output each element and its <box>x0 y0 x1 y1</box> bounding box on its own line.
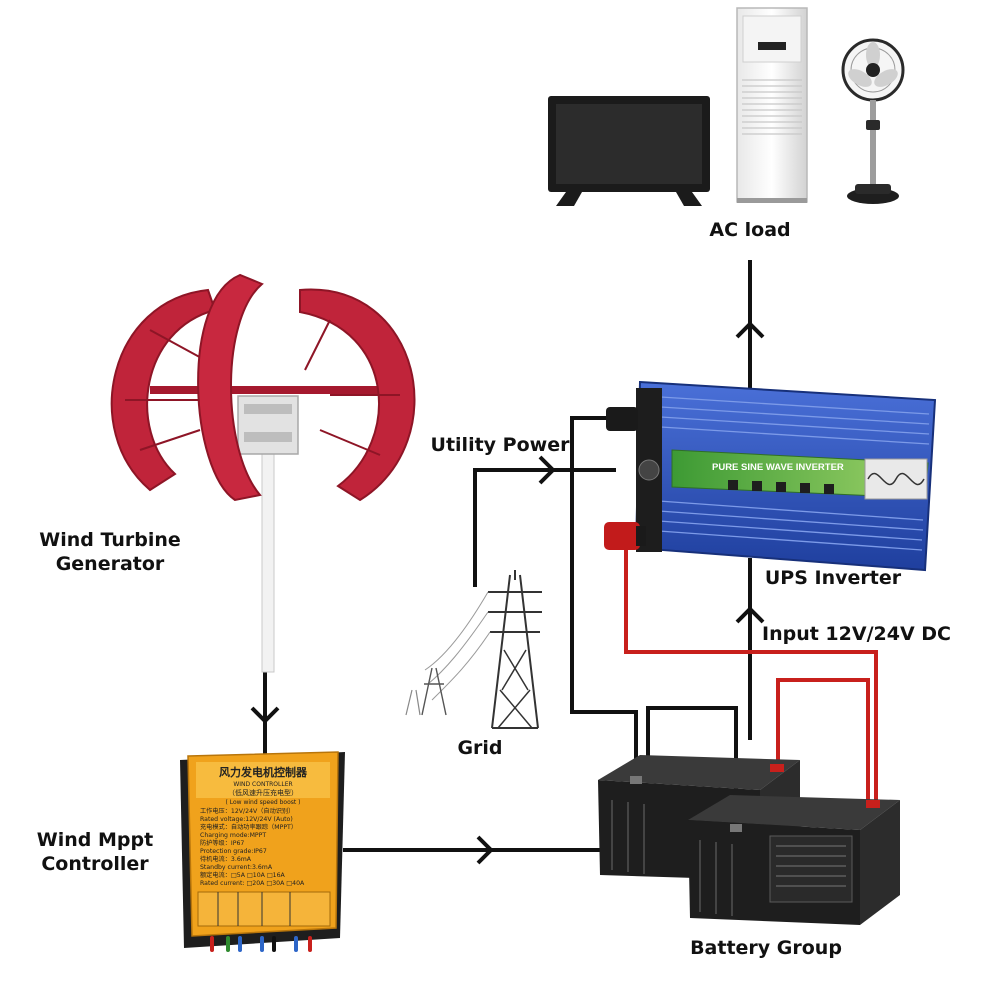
label-battery-group: Battery Group <box>690 937 842 959</box>
controller-subtitle-cn: （低风速升压充电型） <box>228 788 298 797</box>
inverter-panel-text: PURE SINE WAVE INVERTER <box>712 462 844 473</box>
controller-spec-line: Standby current:3.6mA <box>200 864 273 871</box>
label-mppt-line1: Wind Mppt <box>36 829 154 851</box>
controller-spec-line: 防护等级：IP67 <box>200 839 244 847</box>
arrow-right-utility <box>538 455 556 485</box>
wire-battery-link-red <box>776 678 870 800</box>
controller-spec-line: Protection grade:IP67 <box>200 848 267 855</box>
label-mppt-controller: Wind Mppt Controller <box>20 828 170 876</box>
wind-turbine-icon <box>110 273 416 673</box>
wire-inverter-positive <box>624 543 878 800</box>
tv-icon <box>548 96 710 206</box>
label-wind-turbine-line1: Wind Turbine <box>39 529 181 551</box>
wires <box>263 260 878 852</box>
controller-title-en: WIND CONTROLLER <box>233 781 292 788</box>
controller-spec-line: Rated voltage:12V/24V (Auto) <box>200 816 293 823</box>
wire-inverter-negative <box>570 416 638 782</box>
controller-spec-lines: 工作电压：12V/24V（自动识别） Rated voltage:12V/24V… <box>200 807 305 887</box>
inverter-icon: PURE SINE WAVE INVERTER <box>604 380 937 572</box>
air-conditioner-icon <box>736 7 808 203</box>
label-input-dc: Input 12V/24V DC <box>762 623 951 645</box>
controller-spec-line: 待机电流：3.6mA <box>200 855 252 863</box>
wire-grid-to-inverter <box>473 468 616 587</box>
label-wind-turbine: Wind Turbine Generator <box>20 528 200 576</box>
controller-spec-line: Charging mode:MPPT <box>200 832 266 839</box>
controller-title-cn: 风力发电机控制器 <box>219 765 308 779</box>
battery-icon <box>598 755 900 925</box>
arrows <box>250 321 765 865</box>
label-mppt-line2: Controller <box>41 853 149 875</box>
controller-subtitle-en: ( Low wind speed boost ) <box>226 799 301 806</box>
label-wind-turbine-line2: Generator <box>55 553 165 575</box>
arrow-down-controller <box>250 706 280 724</box>
label-utility-power: Utility Power <box>430 434 570 456</box>
label-grid: Grid <box>457 737 503 759</box>
label-ups-inverter: UPS Inverter <box>764 567 902 589</box>
arrow-up-acload <box>735 321 765 339</box>
controller-spec-line: 充电模式：自动功率跟踪（MPPT） <box>200 823 297 831</box>
power-tower-icon <box>405 570 542 729</box>
charge-controller-icon: 风力发电机控制器 WIND CONTROLLER （低风速升压充电型） ( Lo… <box>180 751 345 952</box>
standing-fan-icon <box>841 38 905 204</box>
controller-spec-line: 额定电流：□5A □10A □16A <box>200 871 286 879</box>
label-ac-load: AC load <box>709 219 791 241</box>
arrow-up-dc-input <box>735 606 765 624</box>
controller-spec-line: 工作电压：12V/24V（自动识别） <box>200 807 294 815</box>
arrow-right-battery <box>476 835 494 865</box>
controller-spec-line: Rated current: □20A □30A □40A <box>200 880 305 887</box>
